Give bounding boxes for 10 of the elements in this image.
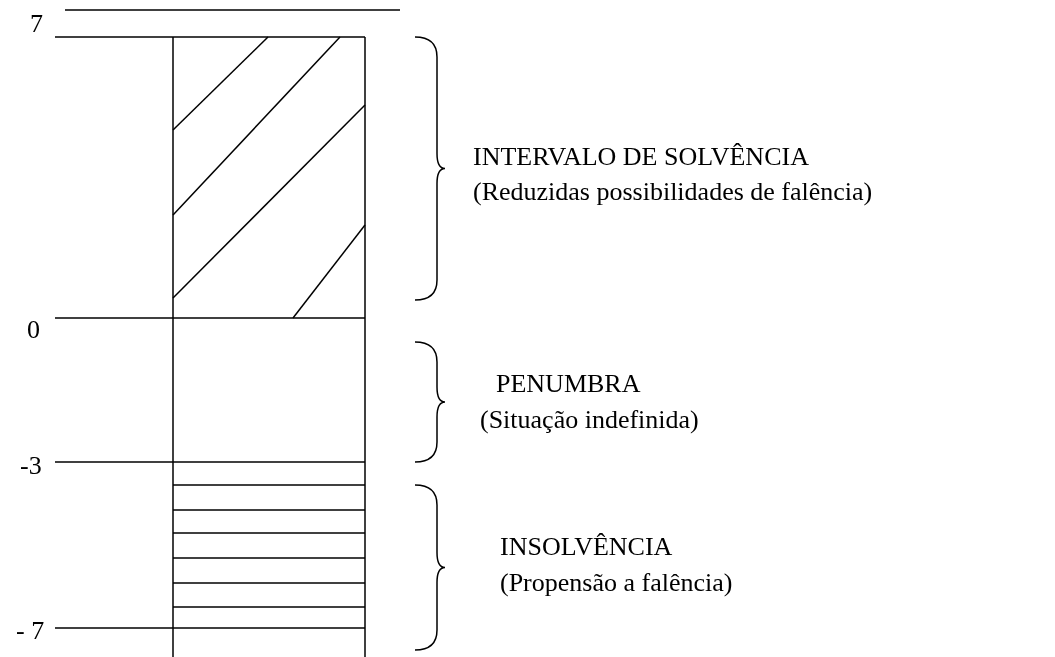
zone-description: (Reduzidas possibilidades de falência) xyxy=(473,177,873,207)
zone-description: (Propensão a falência) xyxy=(500,568,733,598)
axis-tick-label: 7 xyxy=(30,9,43,39)
zone-title: PENUMBRA xyxy=(496,369,641,399)
axis-tick-label: - 7 xyxy=(16,616,45,646)
axis-tick-label: -3 xyxy=(20,451,42,481)
zone-title: INSOLVÊNCIA xyxy=(500,532,673,562)
axis-tick-label: 0 xyxy=(27,315,40,345)
zone-title: INTERVALO DE SOLVÊNCIA xyxy=(473,142,809,172)
zone-description: (Situação indefinida) xyxy=(480,405,699,435)
